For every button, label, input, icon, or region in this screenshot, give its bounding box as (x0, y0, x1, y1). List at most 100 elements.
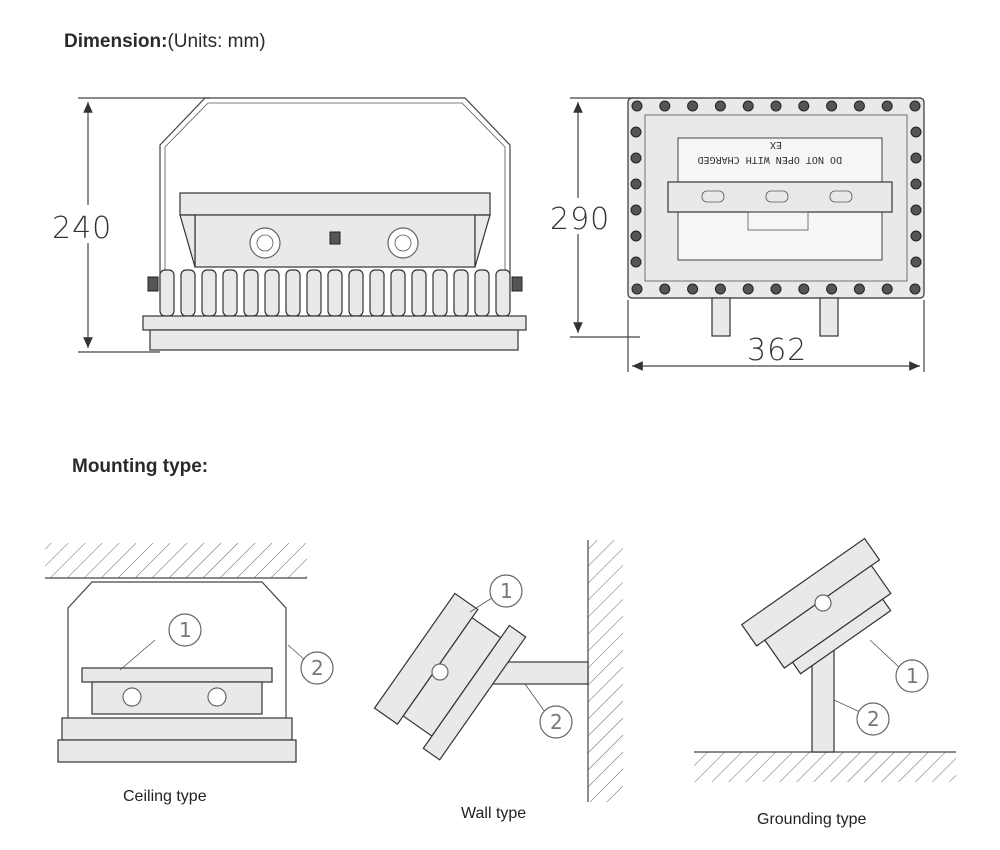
bracket-knob-left (147, 276, 159, 292)
bolt (770, 100, 782, 112)
front-inner-frame (644, 114, 908, 282)
cooling-fin (369, 269, 385, 317)
ex-mark: EX (770, 139, 782, 150)
cooling-fin (222, 269, 238, 317)
bolt (714, 283, 726, 295)
bolt (826, 283, 838, 295)
cooling-fin (411, 269, 427, 317)
ceiling-marker-2 (300, 651, 334, 685)
bracket-knob-right (511, 276, 523, 292)
cooling-fin (390, 269, 406, 317)
ceiling-marker-2-label: 2 (311, 656, 324, 680)
bolt (853, 100, 865, 112)
wall-marker-1 (489, 574, 523, 608)
dimension-heading: Dimension:(Units: mm) (64, 31, 266, 53)
ground-marker-2 (856, 702, 890, 736)
bolt (714, 100, 726, 112)
height-label-bg (50, 205, 130, 243)
lens-frame (149, 329, 519, 351)
ceiling-housing-core (91, 681, 263, 715)
mounting-heading: Mounting type: (72, 456, 209, 477)
bolt (687, 100, 699, 112)
base-plate (142, 315, 527, 331)
bar-slot-center (765, 190, 789, 203)
bar-bracket-block (747, 211, 809, 231)
bolt (881, 100, 893, 112)
cooling-fin (159, 269, 175, 317)
cooling-fin (495, 269, 511, 317)
ceiling-caption: Ceiling type (123, 788, 207, 805)
ceiling-marker-1-label: 1 (179, 618, 192, 642)
mounting-bracket-inner (164, 102, 506, 290)
cooling-fin (453, 269, 469, 317)
ceiling-upper-housing (81, 667, 273, 683)
cooling-fin (264, 269, 280, 317)
ceiling-bracket (67, 581, 287, 740)
side-view-drawing: 240 (50, 97, 527, 353)
bolt (630, 230, 642, 242)
bolt (798, 283, 810, 295)
cable-gland-right-inner (394, 234, 412, 252)
ceiling-type-drawing: 1 2 Ceiling type (45, 543, 334, 805)
ground-screw (329, 231, 341, 245)
wall-pivot (431, 663, 449, 681)
cable-gland-right (387, 227, 419, 259)
front-gland-right (819, 297, 839, 337)
front-view-drawing: 290 362 DO NOT OPEN WITH CHARGED EX (548, 97, 925, 372)
warning-text: DO NOT OPEN WITH CHARGED (698, 154, 843, 165)
cooling-fin (348, 269, 364, 317)
dimension-heading-label: Dimension: (64, 31, 168, 52)
bolt (798, 100, 810, 112)
ground-hatch (694, 752, 956, 782)
ground-pivot (814, 594, 832, 612)
bolt (910, 230, 922, 242)
bolt (630, 178, 642, 190)
ceiling-marker-1 (168, 613, 202, 647)
bolt (630, 152, 642, 164)
mounting-bracket (159, 97, 511, 290)
bolt (910, 152, 922, 164)
ceiling-gland-left (122, 687, 142, 707)
bolt (909, 100, 921, 112)
wall-leader-2 (524, 683, 546, 713)
bar-slot-left (701, 190, 725, 203)
bolt (881, 283, 893, 295)
ceiling-leader-2 (287, 644, 306, 661)
wall-hatch (588, 540, 623, 802)
cooling-fin (243, 269, 259, 317)
bolt (910, 126, 922, 138)
cooling-fins (159, 269, 511, 317)
height-label-front: 290 (550, 202, 610, 237)
wall-marker-1-label: 1 (500, 579, 513, 603)
bolt (826, 100, 838, 112)
bolt (910, 178, 922, 190)
bolt (630, 256, 642, 268)
bolt (910, 256, 922, 268)
ceiling-base (57, 739, 297, 763)
bolt (631, 283, 643, 295)
ceiling-leader-1 (119, 639, 156, 671)
wall-caption: Wall type (461, 805, 526, 822)
bar-slot-right (829, 190, 853, 203)
height-label-side: 240 (52, 211, 112, 246)
grounding-caption: Grounding type (757, 811, 867, 828)
ground-marker-1 (895, 659, 929, 693)
wall-leader-1 (469, 595, 496, 613)
housing-left-taper (179, 214, 196, 268)
width-label-bg (745, 335, 807, 365)
upper-housing (179, 192, 491, 216)
bolt (659, 100, 671, 112)
cable-gland-left (249, 227, 281, 259)
front-height-label-bg (548, 198, 610, 234)
wall-marker-2 (539, 705, 573, 739)
grounding-type-drawing: 1 2 Grounding type (694, 537, 956, 828)
bolt (659, 283, 671, 295)
bolt (770, 283, 782, 295)
bolt (910, 204, 922, 216)
cooling-fin (474, 269, 490, 317)
cooling-fin (306, 269, 322, 317)
ground-marker-1-label: 1 (906, 664, 919, 688)
bolt (909, 283, 921, 295)
bolt (630, 126, 642, 138)
